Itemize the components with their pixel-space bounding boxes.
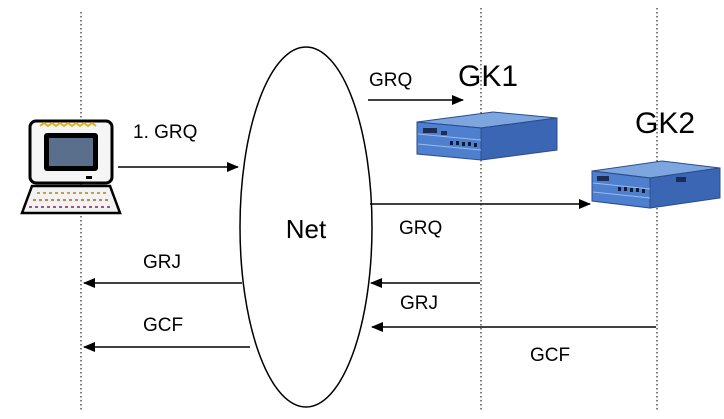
- gk2-device-icon: [591, 160, 721, 209]
- grq-to-gk1-label: GRQ: [369, 70, 412, 91]
- network-cloud: [239, 46, 373, 408]
- gcf-to-endpoint-label: GCF: [143, 315, 183, 336]
- grj-from-gk1-label: GRJ: [400, 293, 438, 314]
- computer-icon: [20, 119, 122, 215]
- gk1-label: GK1: [458, 60, 518, 93]
- grj-to-endpoint-label: GRJ: [143, 252, 181, 273]
- grq-to-gk2-label: GRQ: [399, 218, 442, 239]
- gk2-label: GK2: [635, 107, 695, 140]
- network-label: Net: [286, 214, 327, 244]
- grq-multicast-label: 1. GRQ: [133, 122, 197, 143]
- gk1-device-icon: [416, 111, 558, 161]
- gcf-from-gk2-label: GCF: [530, 345, 570, 366]
